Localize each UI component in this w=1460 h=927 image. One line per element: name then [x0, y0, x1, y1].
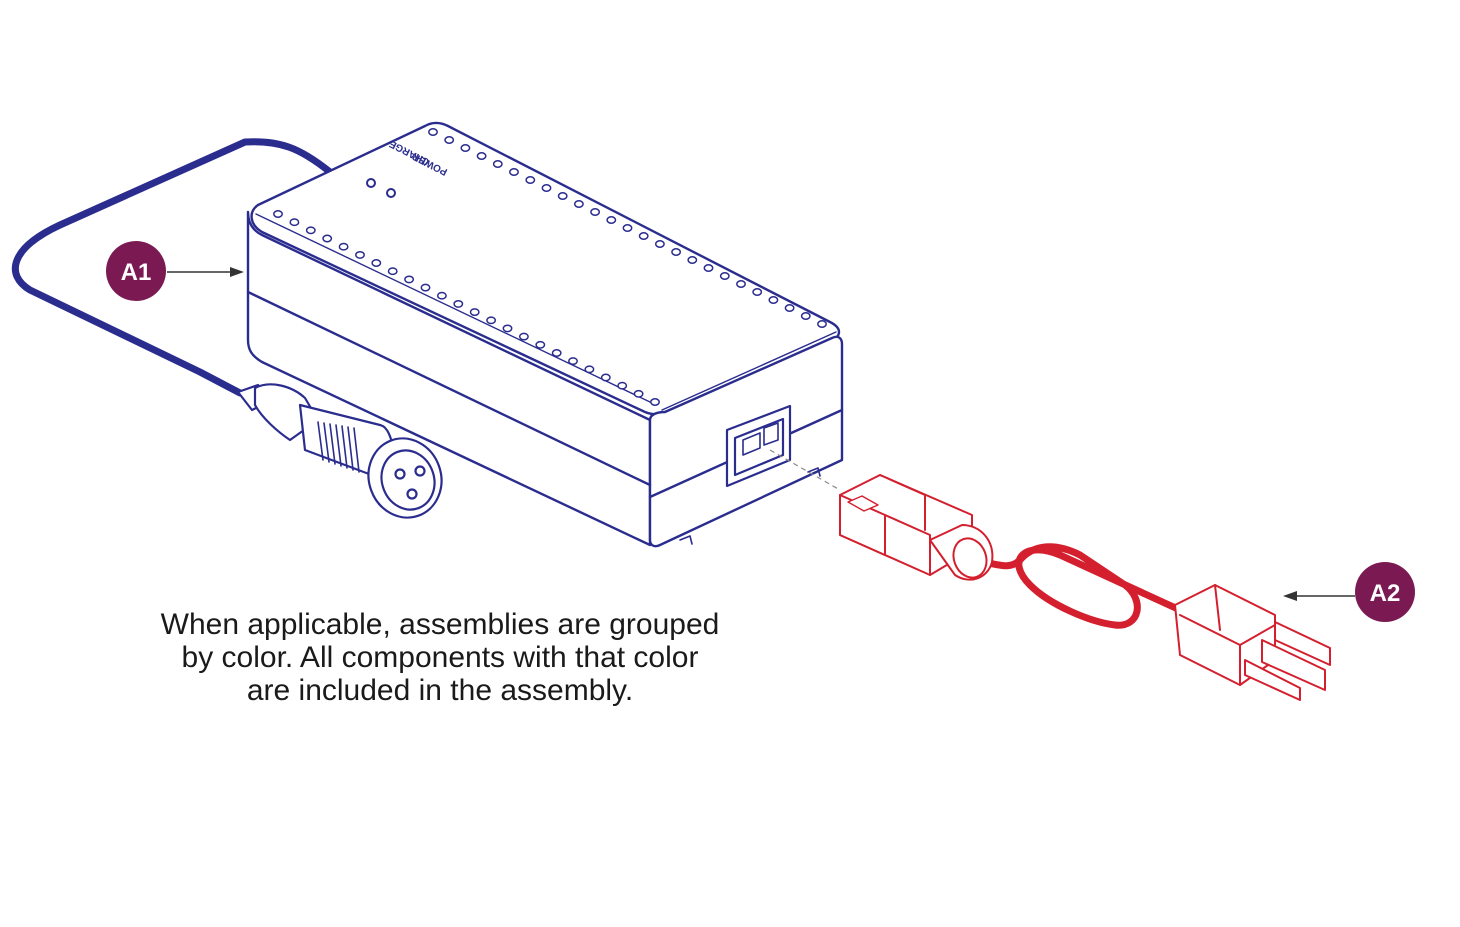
- vent-hole: [355, 250, 365, 259]
- vent-hole: [703, 264, 714, 272]
- vent-hole: [436, 291, 447, 300]
- vent-hole: [573, 200, 584, 208]
- vent-hole: [387, 267, 398, 276]
- vent-hole: [444, 136, 455, 144]
- iec-inlet: [725, 404, 792, 488]
- assembly-caption: When applicable, assemblies are grouped …: [110, 608, 770, 707]
- vent-hole: [541, 184, 552, 192]
- vent-hole: [622, 224, 633, 232]
- vent-hole: [736, 280, 746, 288]
- caption-line-3: are included in the assembly.: [246, 674, 634, 707]
- callout-a1: A1: [106, 241, 244, 301]
- ac-power-cable: [971, 543, 1184, 629]
- charger-assembly-a1: [11, 121, 844, 548]
- vent-hole: [476, 152, 487, 160]
- dc-output-cable: [11, 138, 334, 397]
- vent-hole: [671, 248, 682, 256]
- vent-hole: [492, 160, 503, 168]
- vent-hole: [273, 210, 283, 218]
- charge-led: [366, 178, 376, 188]
- callout-a2-arrowhead: [1283, 591, 1297, 601]
- vent-hole: [784, 304, 795, 312]
- vent-hole: [518, 332, 529, 341]
- vent-hole: [617, 381, 628, 390]
- vent-hole: [420, 283, 431, 292]
- vent-hole: [584, 365, 595, 374]
- caption-line-1: When applicable, assemblies are grouped: [160, 608, 720, 641]
- vent-hole: [535, 340, 546, 349]
- vent-hole: [568, 357, 578, 366]
- vent-hole: [650, 398, 660, 406]
- vent-hole: [460, 144, 471, 152]
- vent-hole: [551, 349, 562, 357]
- power-cord-assembly-a2: [839, 474, 1331, 701]
- vent-hole: [453, 299, 464, 308]
- callout-a1-label: A1: [121, 259, 152, 286]
- battery-charger-icon: [246, 121, 844, 548]
- vent-hole: [817, 320, 827, 328]
- vent-hole: [289, 218, 300, 227]
- vent-hole: [800, 312, 811, 320]
- vent-hole: [305, 226, 316, 235]
- vent-hole: [371, 259, 382, 267]
- callout-a2-label: A2: [1370, 580, 1401, 607]
- vent-hole: [752, 288, 763, 296]
- vent-hole: [719, 272, 730, 280]
- callout-a2-badge: [1355, 562, 1415, 622]
- vent-hole: [633, 389, 644, 398]
- power-led: [386, 188, 396, 198]
- vent-hole: [428, 128, 438, 136]
- vent-hole: [654, 240, 665, 248]
- led-indicators: [366, 178, 396, 198]
- vent-hole: [768, 296, 779, 304]
- iec-c13-plug-icon: [839, 474, 994, 581]
- vent-hole: [486, 316, 497, 325]
- vent-hole: [509, 168, 519, 176]
- vent-hole: [502, 324, 513, 333]
- vent-hole: [606, 216, 617, 224]
- vent-hole: [638, 232, 649, 240]
- vent-hole: [590, 208, 601, 216]
- callout-a1-arrowhead: [230, 267, 244, 277]
- assembly-guide-line: [769, 449, 841, 491]
- xlr-connector-icon: [236, 383, 443, 519]
- vent-holes: [273, 128, 827, 406]
- vent-hole: [469, 308, 480, 317]
- vent-hole: [525, 176, 536, 184]
- vent-hole: [687, 256, 698, 264]
- vent-hole: [338, 242, 349, 251]
- vent-hole: [322, 234, 333, 243]
- vent-hole: [600, 373, 611, 382]
- callout-a1-badge: [106, 241, 166, 301]
- nema-wall-plug-icon: [1174, 584, 1331, 701]
- caption-line-2: by color. All components with that color: [181, 641, 699, 674]
- vent-hole: [557, 192, 568, 200]
- vent-hole: [404, 275, 415, 284]
- callout-a2: A2: [1283, 562, 1415, 622]
